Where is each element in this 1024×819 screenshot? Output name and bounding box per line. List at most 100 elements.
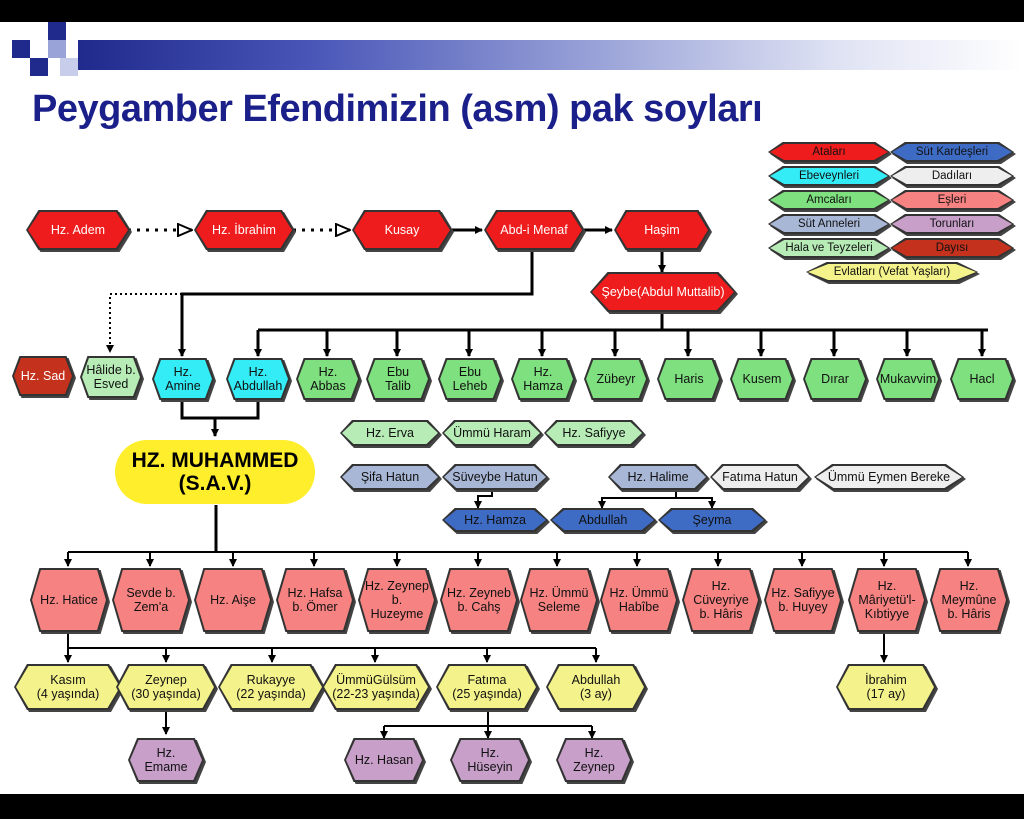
node-label: Ebu Talib: [368, 360, 428, 398]
decor-square: [30, 40, 48, 58]
node-label: Dayısı: [892, 240, 1012, 256]
node-label: Kasım (4 yaşında): [16, 666, 120, 708]
node-label: Hz. İbrahim: [196, 212, 292, 248]
node-label: Hz. Hüseyin: [452, 740, 528, 780]
node-label: Şifa Hatun: [342, 466, 438, 488]
node-label: Hz. Aişe: [196, 570, 270, 630]
node-label: İbrahim (17 ay): [838, 666, 934, 708]
ancestor-node: Abd-i Menaf: [484, 210, 584, 250]
milk-mother-node: Şifa Hatun: [340, 464, 440, 490]
wife-node: Hz. Cüveyriye b. Hâris: [682, 568, 760, 632]
wife-node: Hz. Aişe: [194, 568, 272, 632]
node-label: Hz. Hatice: [32, 570, 106, 630]
node-label: Hz. Hafsa b. Ömer: [278, 570, 352, 630]
node-label: Hz. Ümmü Habîbe: [602, 570, 676, 630]
node-label: Rukayye (22 yaşında): [220, 666, 322, 708]
decor-square: [48, 22, 66, 40]
node-label: Ümmü Haram: [444, 422, 540, 444]
legend-item: Amcaları: [768, 190, 890, 210]
legend-item: Süt Anneleri: [768, 214, 890, 234]
node-label: Kusay: [354, 212, 450, 248]
ancestor-node: Kusay: [352, 210, 452, 250]
node-label: Hz. Meymûne b. Hâris: [932, 570, 1006, 630]
page-title: Peygamber Efendimizin (asm) pak soyları: [32, 88, 763, 130]
wife-node: Hz. Safiyye b. Huyey: [764, 568, 842, 632]
node-hz-sad: Hz. Sad: [12, 356, 74, 396]
node-label: Amcaları: [770, 192, 888, 208]
node-label: Eşleri: [892, 192, 1012, 208]
wife-node: Hz. Zeynep b. Huzeyme: [358, 568, 436, 632]
node-label: Hz. Adem: [28, 212, 128, 248]
child-node: ÜmmüGülsüm (22-23 yaşında): [322, 664, 430, 710]
node-label: Hz. Hasan: [346, 740, 422, 780]
ancestor-node: Hz. Adem: [26, 210, 130, 250]
node-label: Abd-i Menaf: [486, 212, 582, 248]
legend-item: Dadıları: [890, 166, 1014, 186]
node-label: Hâlide b. Esved: [82, 358, 140, 396]
node-label: Hz. Halime: [610, 466, 706, 488]
node-label: Kusem: [732, 360, 792, 398]
node-label: Abdullah (3 ay): [548, 666, 644, 708]
node-label: Hacl: [952, 360, 1012, 398]
node-label: Dadıları: [892, 168, 1012, 184]
uncle-node: Hz. Abbas: [296, 358, 360, 400]
uncle-node: Hacl: [950, 358, 1014, 400]
milk-sibling-node: Hz. Hamza: [442, 508, 548, 532]
node-label: Hz. Mâriyetü'l- Kıbtiyye: [850, 570, 924, 630]
node-label: Fatıma (25 yaşında): [438, 666, 536, 708]
node-label: Hz. Abbas: [298, 360, 358, 398]
node-label: Haşim: [616, 212, 708, 248]
main-node-muhammed: HZ. MUHAMMED (S.A.V.): [115, 440, 315, 504]
node-label: Ataları: [770, 144, 888, 160]
wife-node: Hz. Ümmü Seleme: [520, 568, 598, 632]
title-banner: [78, 40, 1024, 70]
nanny-node: Fatıma Hatun: [710, 464, 810, 490]
node-label: Hz. Ümmü Seleme: [522, 570, 596, 630]
node-label: Dırar: [805, 360, 865, 398]
grandchild-node: Hz. Hüseyin: [450, 738, 530, 782]
aunt-node: Hz. Erva: [340, 420, 440, 446]
node-label: Evlatları (Vefat Yaşları): [808, 264, 976, 280]
uncle-node: Mukavvim: [876, 358, 940, 400]
node-label: Haris: [659, 360, 719, 398]
decor-square: [12, 40, 30, 58]
child-node: Zeynep (30 yaşında): [116, 664, 216, 710]
milk-sibling-node: Şeyma: [658, 508, 766, 532]
legend-item: Evlatları (Vefat Yaşları): [806, 262, 978, 282]
nanny-node: Ümmü Eymen Bereke: [814, 464, 964, 490]
node-label: Hz. Zeynep b. Huzeyme: [360, 570, 434, 630]
child-node: Abdullah (3 ay): [546, 664, 646, 710]
decor-square: [60, 58, 78, 76]
aunt-node: Hz. Safiyye: [544, 420, 644, 446]
child-node: Rukayye (22 yaşında): [218, 664, 324, 710]
node-label: Hz. Hamza: [513, 360, 573, 398]
legend-item: Eşleri: [890, 190, 1014, 210]
node-label: Hz. Erva: [342, 422, 438, 444]
node-label: Hz. Safiyye b. Huyey: [766, 570, 840, 630]
node-label: Sevde b. Zem'a: [114, 570, 188, 630]
node-label: Hz. Cüveyriye b. Hâris: [684, 570, 758, 630]
grandchild-node: Hz. Zeynep: [556, 738, 632, 782]
uncle-node: Kusem: [730, 358, 794, 400]
node-label: Şeybe(Abdul Muttalib): [592, 274, 734, 310]
uncle-node: Dırar: [803, 358, 867, 400]
wife-node: Hz. Hafsa b. Ömer: [276, 568, 354, 632]
child-node: Fatıma (25 yaşında): [436, 664, 538, 710]
node-label: Zeynep (30 yaşında): [118, 666, 214, 708]
legend-item: Süt Kardeşleri: [890, 142, 1014, 162]
wife-node: Hz. Zeyneb b. Cahş: [440, 568, 518, 632]
node-label: Hz. Zeyneb b. Cahş: [442, 570, 516, 630]
legend-item: Dayısı: [890, 238, 1014, 258]
ancestor-node: Şeybe(Abdul Muttalib): [590, 272, 736, 312]
node-label: Hala ve Teyzeleri: [770, 240, 888, 256]
node-label: Abdullah: [552, 510, 654, 530]
node-label: Hz. Zeynep: [558, 740, 630, 780]
uncle-node: Ebu Leheb: [438, 358, 502, 400]
grandchild-node: Hz. Emame: [128, 738, 204, 782]
uncle-node: Zübeyr: [584, 358, 648, 400]
wife-node: Hz. Hatice: [30, 568, 108, 632]
node-label: Hz. Safiyye: [546, 422, 642, 444]
ancestor-node: Hz. İbrahim: [194, 210, 294, 250]
